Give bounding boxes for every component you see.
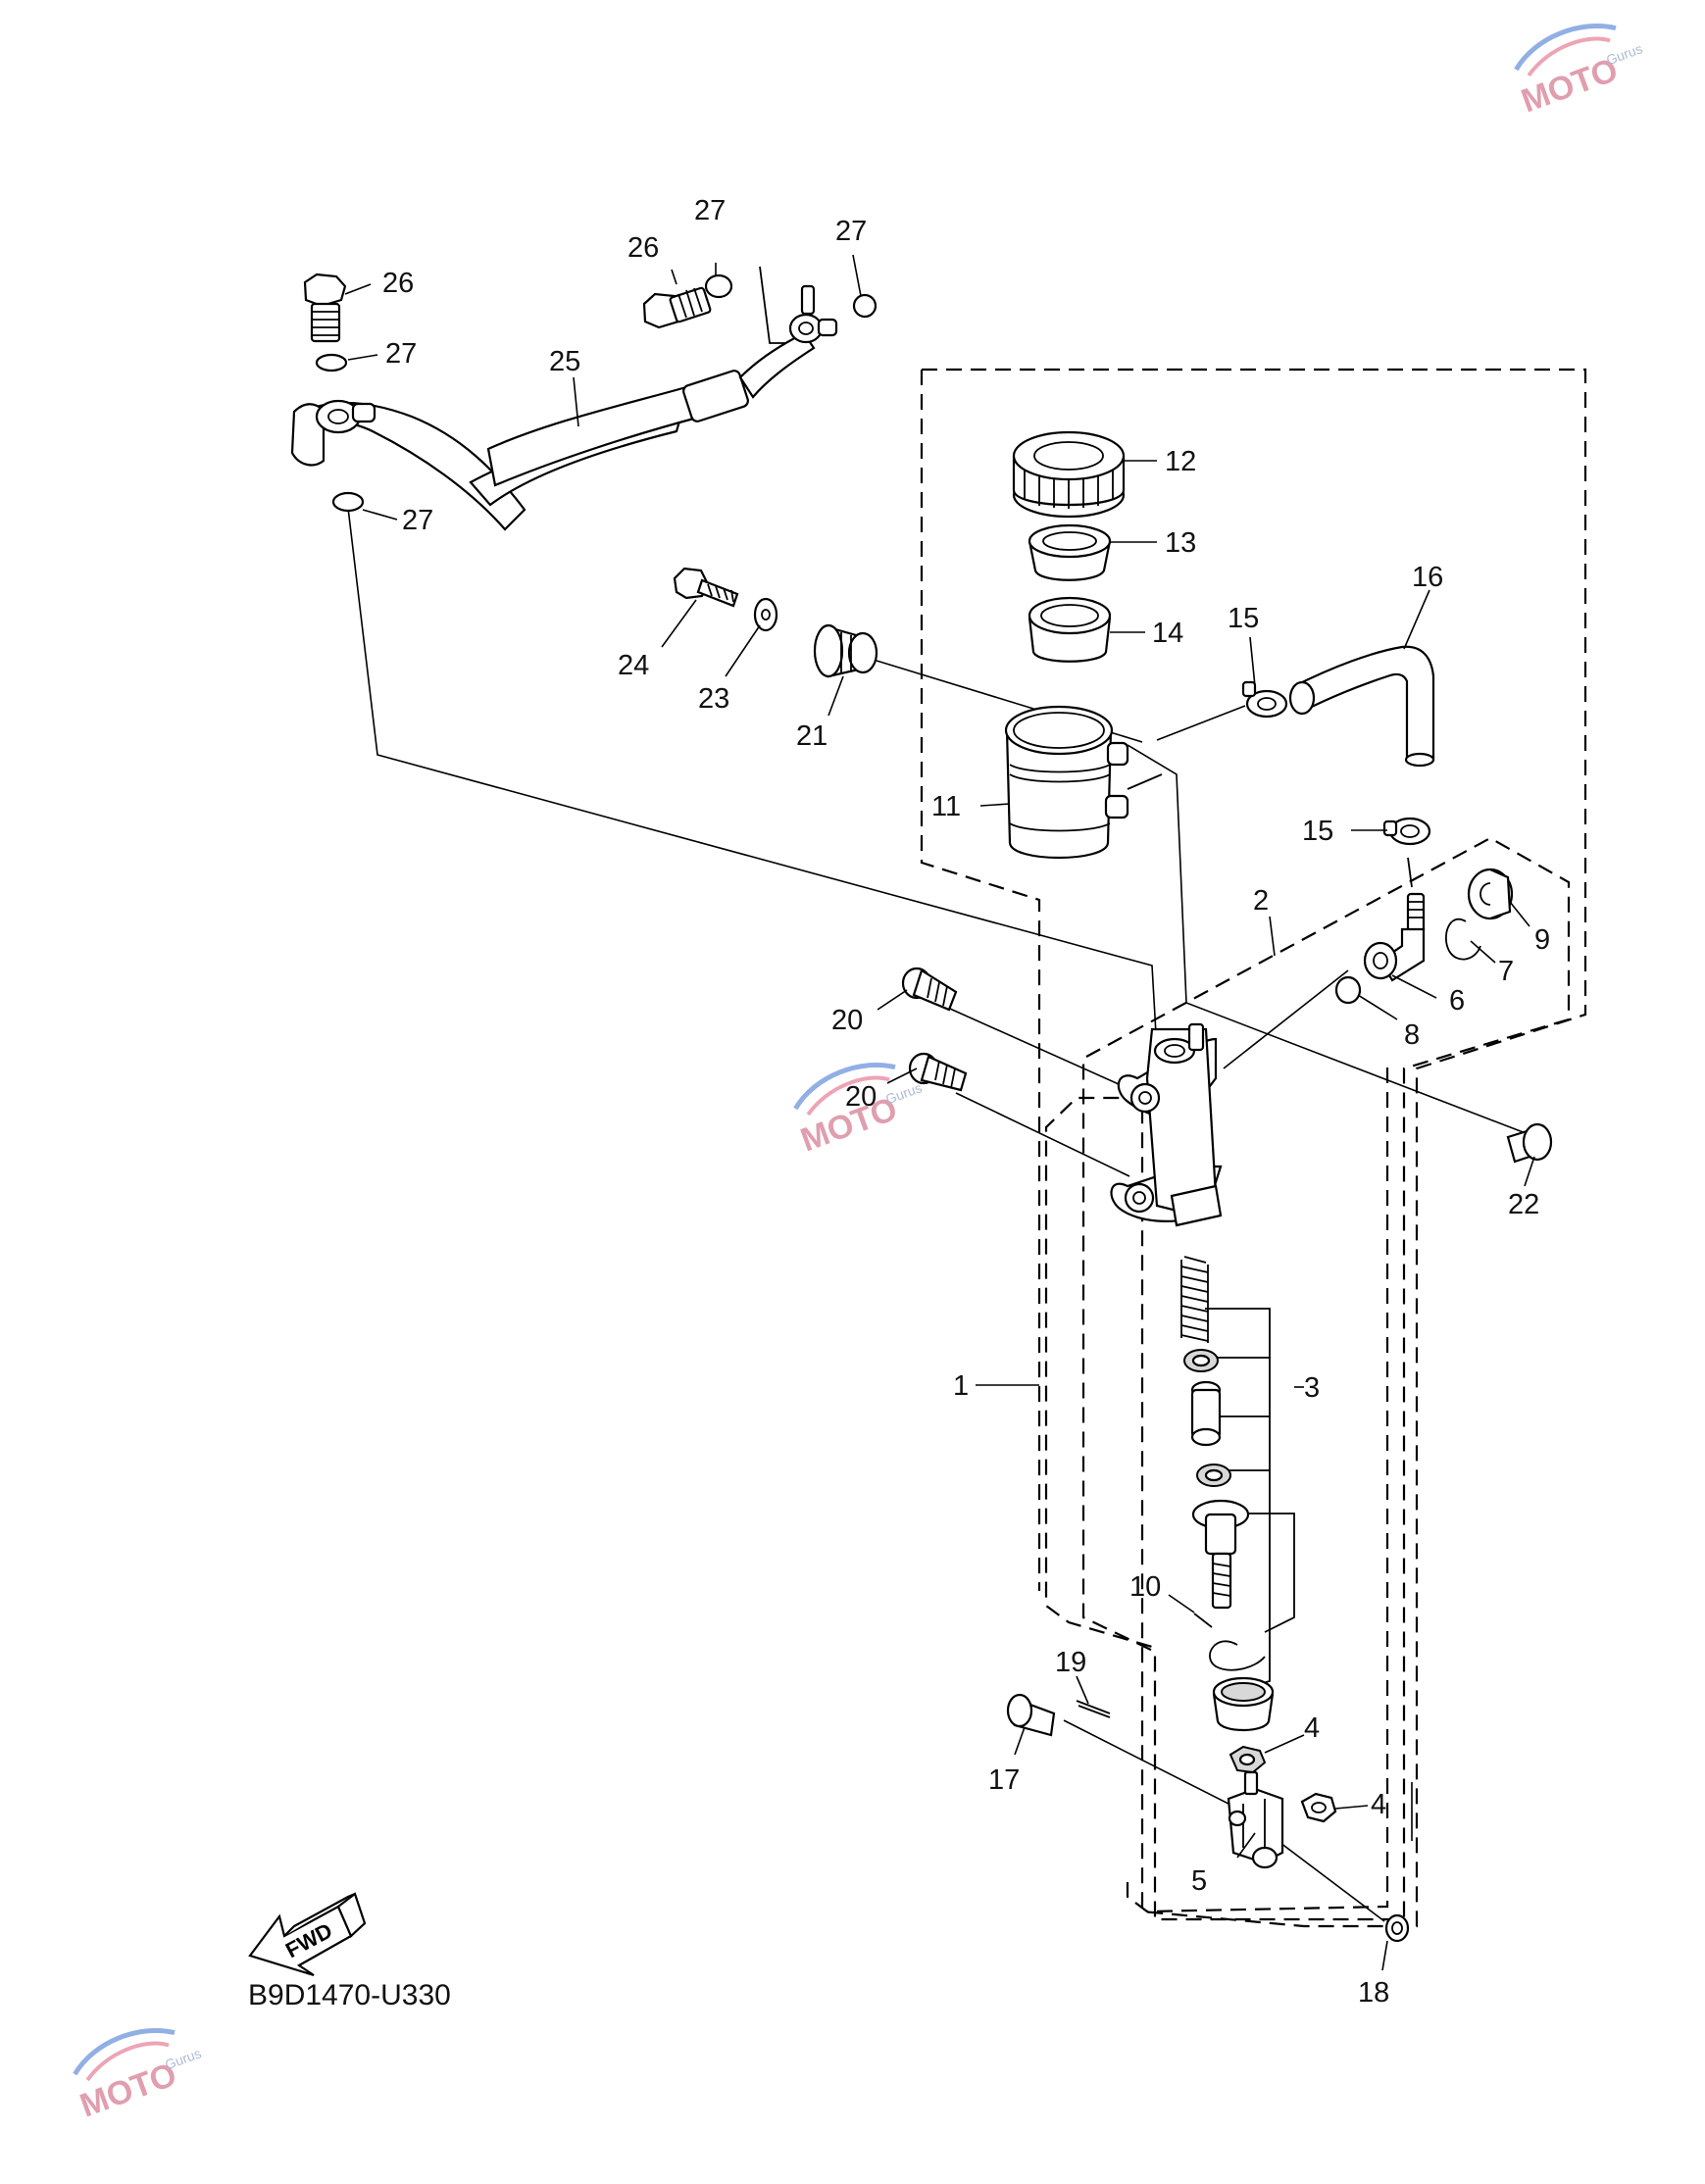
svg-text:Gurus: Gurus [1604, 40, 1644, 68]
callout-1: 1 [953, 1370, 969, 1402]
part-25-hose [290, 331, 816, 531]
diagram-code: B9D1470-U330 [248, 1979, 451, 2011]
part-14-diaphragm [1028, 596, 1112, 663]
fwd-arrow-icon: FWD [248, 1892, 367, 1977]
svg-text:Gurus: Gurus [163, 2045, 203, 2072]
callout-14: 14 [1152, 618, 1183, 649]
callout-3: 3 [1304, 1372, 1320, 1404]
part-15-clamp-upper [1241, 680, 1288, 719]
part-20-bolt-lower [908, 1052, 968, 1092]
part-21-grommet [813, 623, 878, 678]
callout-23: 23 [698, 683, 729, 715]
part-23-washer [753, 597, 778, 632]
part-15-clamp-lower [1382, 817, 1431, 846]
callout-20a: 20 [831, 1005, 863, 1036]
part-3-piston-upper [1190, 1380, 1222, 1447]
callout-20b: 20 [845, 1081, 877, 1113]
callout-22: 22 [1508, 1189, 1539, 1220]
part-3-cup-a-hole [1191, 1354, 1211, 1367]
part-19-cotter-pin [1076, 1700, 1111, 1718]
part-3-circlip [1209, 1640, 1266, 1671]
callout-27c: 27 [694, 195, 726, 226]
part-3-pushrod [1191, 1499, 1250, 1610]
boundary-inner-group [920, 370, 1041, 1591]
part-27-washer-b [331, 491, 365, 513]
part-3-spring [1180, 1256, 1209, 1343]
part-8-o-ring [1334, 975, 1362, 1005]
callout-4b: 4 [1371, 1789, 1386, 1820]
part-17-pin [1006, 1693, 1056, 1737]
callout-2: 2 [1253, 885, 1269, 917]
callout-21: 21 [796, 720, 827, 752]
part-20-bolt-upper [901, 967, 958, 1012]
boundary-lower-group [1126, 1064, 1389, 1913]
part-7-circlip [1444, 918, 1481, 961]
part-9-cap [1467, 868, 1514, 920]
part-3-cup-b-hole [1204, 1468, 1224, 1482]
part-6-hose-joint [1363, 892, 1426, 982]
svg-text:Gurus: Gurus [883, 1079, 924, 1107]
watermark-bottom-left: MOTO Gurus [73, 2027, 203, 2124]
part-13-plate [1028, 523, 1112, 581]
callout-26b: 26 [627, 232, 659, 264]
part-16-breather-hose [1288, 645, 1435, 768]
callout-18: 18 [1358, 1977, 1389, 2009]
assembly-lines [347, 266, 1527, 1922]
callout-9: 9 [1534, 924, 1550, 956]
callouts: 1 2 3 4 4 5 6 7 8 9 10 11 12 13 14 15 15 [344, 195, 1550, 2009]
callout-7: 7 [1498, 956, 1514, 987]
callout-25: 25 [549, 346, 580, 377]
callout-15b: 15 [1302, 816, 1333, 847]
callout-4a: 4 [1304, 1712, 1320, 1744]
callout-6: 6 [1449, 985, 1465, 1017]
part-27-washer-d [852, 293, 878, 319]
boundary-cylinder-group [1081, 836, 1571, 1921]
callout-17: 17 [988, 1764, 1020, 1796]
banjo-fitting-top [788, 284, 838, 344]
part-5-clevis [1227, 1770, 1284, 1869]
callout-8: 8 [1404, 1019, 1420, 1051]
callout-13: 13 [1165, 527, 1196, 559]
part-27-washer-c [704, 273, 733, 299]
part-10-pin [1193, 1613, 1213, 1628]
callout-27a: 27 [385, 338, 417, 370]
callout-24: 24 [618, 650, 649, 681]
callout-16: 16 [1412, 562, 1443, 593]
callout-10: 10 [1129, 1571, 1161, 1603]
callout-19: 19 [1055, 1647, 1086, 1678]
part-27-washer-a [315, 353, 348, 372]
master-cylinder-body [1110, 1022, 1223, 1227]
part-26-union-bolt-top [642, 286, 712, 329]
part-22-bolt [1506, 1122, 1553, 1164]
callout-5: 5 [1191, 1865, 1207, 1897]
callout-26a: 26 [382, 268, 414, 299]
boundary-reservoir-group [922, 368, 1587, 1928]
callout-11: 11 [931, 791, 961, 822]
callout-27d: 27 [835, 216, 867, 247]
watermark-top-right: MOTO Gurus [1514, 23, 1644, 120]
part-3-boot [1212, 1676, 1275, 1731]
part-12-cap [1012, 430, 1126, 519]
part-26-union-bolt-left [303, 273, 347, 343]
part-4-nut-right [1300, 1792, 1337, 1823]
callout-15a: 15 [1228, 603, 1259, 634]
part-4-nut-upper [1229, 1745, 1267, 1774]
callout-12: 12 [1165, 446, 1196, 477]
part-24-bolt [673, 567, 739, 608]
callout-27b: 27 [402, 505, 433, 536]
part-18-washer [1384, 1913, 1410, 1943]
part-11-reservoir [1004, 705, 1163, 860]
part-23-washer-hole [761, 609, 771, 620]
